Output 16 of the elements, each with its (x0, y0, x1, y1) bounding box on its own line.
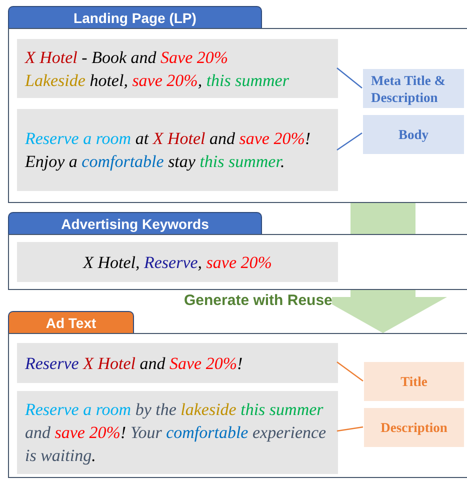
panel-tab: Advertising Keywords (8, 212, 262, 234)
callout-label: Body (363, 115, 464, 154)
text-box: Reserve a room at X Hotel and save 20%! Enjoy a comfortable stay this summer. (17, 109, 338, 191)
leader-line (336, 426, 364, 432)
text-box: X Hotel, Reserve, save 20% (17, 242, 338, 282)
leader-line (336, 362, 364, 382)
text-box: X Hotel - Book and Save 20% Lakeside hotel, save 20%, this summer (17, 39, 338, 98)
text-box: Reserve X Hotel and Save 20%! (17, 343, 338, 383)
leader-line (336, 68, 362, 88)
leader-line (336, 132, 362, 150)
callout-label: Description (364, 408, 464, 447)
panel-tab: Landing Page (LP) (8, 6, 262, 28)
callout-label: Meta Title & Description (363, 69, 464, 108)
panel-tab: Ad Text (8, 311, 134, 333)
callout-label: Title (364, 362, 464, 401)
text-box: Reserve a room by the lakeside this summer and save 20%! Your comfortable experience is waiting. (17, 391, 338, 474)
